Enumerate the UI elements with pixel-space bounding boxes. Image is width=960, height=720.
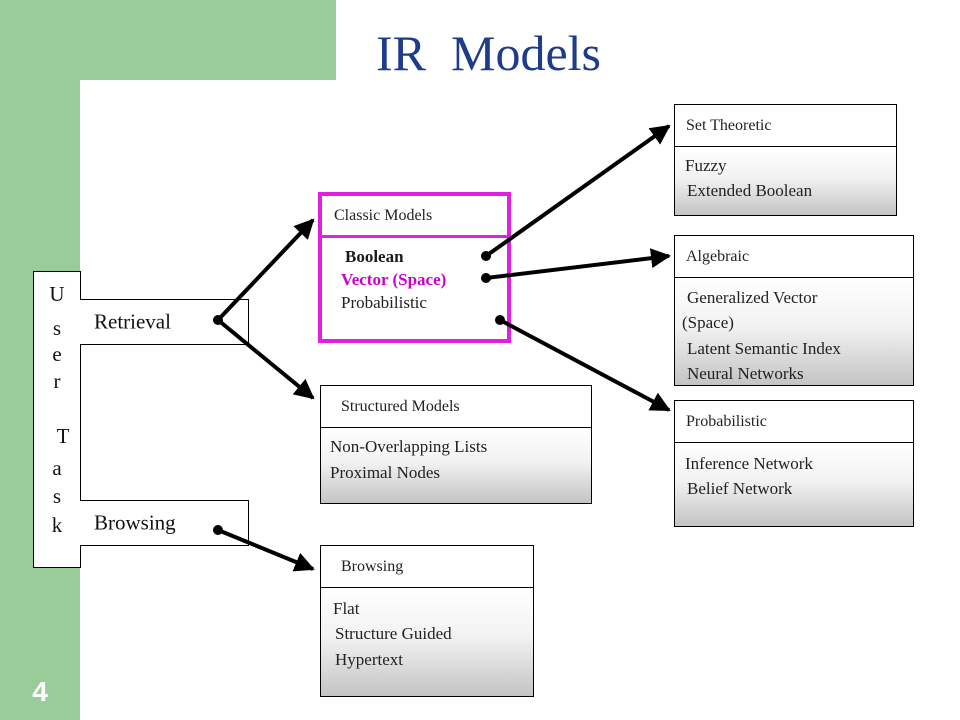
arrow-retrieval-to-classic [216, 218, 315, 322]
user-task-letter: k [51, 513, 63, 537]
set-theoretic-title: Set Theoretic [686, 116, 772, 134]
user-task-box: U s e r T a s k [33, 271, 81, 568]
browsing-models-header: Browsing [321, 546, 533, 588]
browsing-models-body: Flat Structure Guided Hypertext [321, 588, 533, 696]
browsing-models-title: Browsing [341, 557, 404, 575]
structured-item: Non-Overlapping Lists [330, 437, 488, 456]
structured-item: Proximal Nodes [330, 463, 441, 482]
set-theoretic-item: Extended Boolean [687, 181, 813, 200]
connector-dot [495, 315, 505, 325]
green-top-band [0, 0, 336, 80]
page-number: 4 [32, 676, 48, 707]
arrow-browsing-to-browsing [217, 528, 315, 572]
set-theoretic-header: Set Theoretic [675, 105, 896, 147]
algebraic-item: Latent Semantic Index [687, 339, 841, 358]
user-task-letter: s [52, 316, 62, 340]
retrieval-box: Retrieval [80, 299, 249, 345]
classic-item-probabilistic: Probabilistic [341, 293, 427, 312]
user-task-letter: U [49, 282, 65, 306]
structured-models-title: Structured Models [341, 397, 460, 415]
arrow-retrieval-to-structured [216, 318, 315, 400]
algebraic-title: Algebraic [686, 247, 750, 265]
user-task-letter: r [53, 369, 61, 393]
set-theoretic-box: Set Theoretic Fuzzy Extended Boolean [674, 104, 897, 216]
browsing-item: Flat [333, 599, 360, 618]
slide-title: IR Models [376, 25, 601, 81]
classic-models-header: Classic Models [322, 196, 507, 238]
algebraic-body: Generalized Vector (Space) Latent Semant… [675, 278, 913, 385]
arrow-boolean-to-set-theoretic [484, 124, 671, 258]
browsing-task-box: Browsing [80, 500, 249, 546]
classic-models-box: Classic Models Boolean Vector (Space) Pr… [318, 192, 511, 343]
arrow-vector-to-algebraic [485, 248, 671, 280]
user-task-letter: s [52, 484, 62, 508]
algebraic-item: Neural Networks [687, 364, 804, 383]
connector-dot [481, 273, 491, 283]
user-task-letter: T [56, 424, 70, 448]
classic-models-title: Classic Models [334, 206, 433, 224]
structured-models-body: Non-Overlapping Lists Proximal Nodes [321, 428, 591, 503]
arrow-probabilistic-to-probabilistic [499, 318, 671, 412]
retrieval-label: Retrieval [94, 309, 171, 334]
set-theoretic-body: Fuzzy Extended Boolean [675, 147, 896, 215]
connector-dot [213, 315, 223, 325]
classic-item-vector: Vector (Space) [341, 270, 447, 289]
algebraic-header: Algebraic [675, 236, 913, 278]
set-theoretic-item: Fuzzy [685, 156, 727, 175]
structured-models-box: Structured Models Non-Overlapping Lists … [320, 385, 592, 504]
probabilistic-body: Inference Network Belief Network [675, 443, 913, 526]
browsing-models-box: Browsing Flat Structure Guided Hypertext [320, 545, 534, 697]
probabilistic-header: Probabilistic [675, 401, 913, 443]
user-task-letter: e [52, 342, 62, 366]
connector-dot [213, 525, 223, 535]
probabilistic-item: Belief Network [687, 479, 793, 498]
browsing-item: Structure Guided [335, 624, 452, 643]
probabilistic-item: Inference Network [685, 454, 813, 473]
structured-models-header: Structured Models [321, 386, 591, 428]
probabilistic-title: Probabilistic [686, 412, 767, 430]
algebraic-item: Generalized Vector [687, 288, 818, 307]
algebraic-box: Algebraic Generalized Vector (Space) Lat… [674, 235, 914, 386]
probabilistic-box: Probabilistic Inference Network Belief N… [674, 400, 914, 527]
user-task-letter: a [52, 456, 62, 480]
classic-item-boolean: Boolean [345, 247, 404, 266]
classic-models-body: Boolean Vector (Space) Probabilistic [322, 238, 507, 339]
browsing-item: Hypertext [335, 650, 403, 669]
algebraic-item: (Space) [682, 313, 734, 332]
browsing-task-label: Browsing [94, 510, 176, 535]
connector-dot [481, 251, 491, 261]
